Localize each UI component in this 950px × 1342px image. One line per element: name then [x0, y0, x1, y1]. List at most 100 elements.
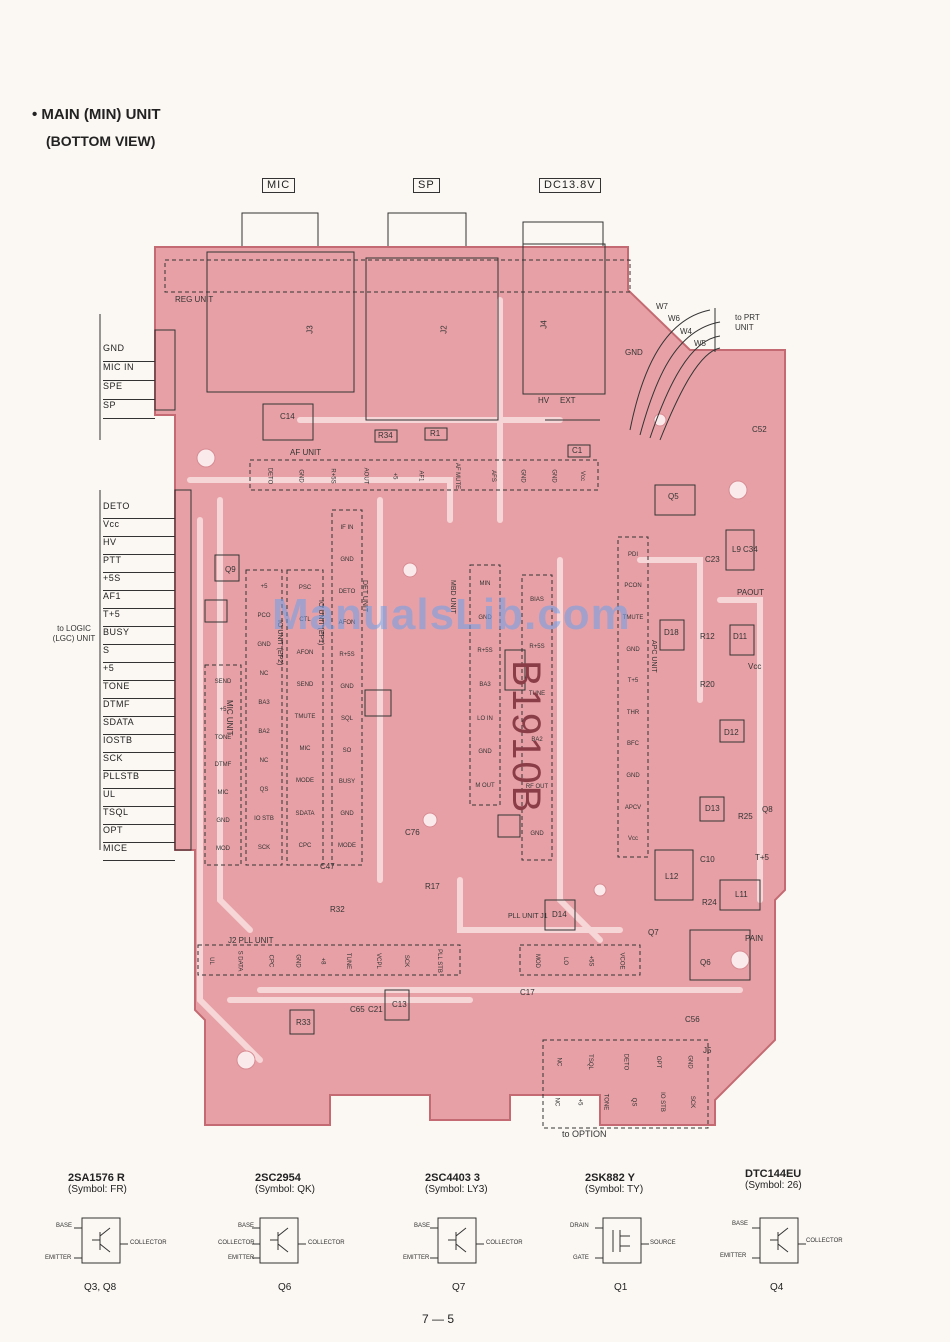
mbd-pin: LO IN: [477, 715, 493, 722]
page-number: 7 — 5: [422, 1312, 455, 1326]
part-ref: Q6: [278, 1282, 292, 1293]
pll-j1-pin: +5S: [587, 955, 594, 967]
af-pin: GND: [550, 469, 557, 483]
io-ep1-pin: SEND: [296, 681, 314, 688]
terminal-label: COLLECTOR: [806, 1238, 843, 1244]
component-label: L12: [665, 872, 679, 881]
pll-pin: TUNE: [344, 952, 351, 970]
terminal-label: COLLECTOR: [130, 1240, 167, 1246]
terminal-label: EMITTER: [403, 1255, 430, 1261]
det-pin: AFON: [338, 620, 356, 627]
transistor-q6: 2SC2954 (Symbol: QK): [255, 1172, 315, 1195]
paout-label: PAOUT: [737, 588, 764, 597]
left-pin: DTMF: [103, 699, 175, 717]
component-label: C1: [572, 446, 583, 455]
pll-pin: UL: [207, 957, 214, 965]
af-unit-pins: DETO GND R+5S AOUT +5 AF1 AF MUTE AFS GN…: [252, 462, 596, 490]
pll-pin: VCPL: [375, 953, 382, 969]
apc-pin: T+5: [627, 678, 639, 685]
mbd-pin: MIN: [479, 580, 491, 587]
left-pin: Vcc: [103, 519, 175, 537]
left-pin: SDATA: [103, 717, 175, 735]
pll-j1-label: PLL UNIT J1: [508, 913, 548, 920]
pll-j1-pins: MOD LO +5S VCOE: [522, 947, 638, 975]
mic-pin: DTMF: [214, 762, 232, 769]
part-symbol: (Symbol: LY3): [425, 1184, 488, 1195]
jack-j3-label: J3: [305, 325, 315, 334]
pll-pin: S DATA: [236, 950, 243, 972]
option-pin: DETO: [621, 1053, 628, 1071]
mic-pin: GND: [216, 818, 230, 825]
pain-label: PAIN: [745, 934, 764, 943]
terminal-label: EMITTER: [45, 1255, 72, 1261]
option-pin: OPT: [655, 1055, 662, 1069]
option-top-pins: NC TSQL DETO OPT GND: [545, 1042, 706, 1082]
left-pin: SCK: [103, 753, 175, 771]
left-pin: AF1: [103, 591, 175, 609]
io-ep1-pin: MIC: [299, 746, 311, 753]
component-label: D14: [552, 910, 567, 919]
terminal-label: BASE: [414, 1223, 431, 1229]
option-pin: GND: [686, 1055, 693, 1069]
vcc-label: Vcc: [748, 662, 762, 671]
component-label: C21: [368, 1005, 383, 1014]
hv-label: HV: [538, 396, 550, 405]
af-pin: +5: [391, 472, 398, 480]
option-pin: +5: [576, 1098, 583, 1106]
component-label: D18: [664, 628, 679, 637]
left-pin: S: [103, 645, 175, 663]
component-label: D13: [705, 804, 720, 813]
part-symbol: (Symbol: FR): [68, 1184, 127, 1195]
option-label: to OPTION: [562, 1129, 607, 1139]
component-label: C10: [700, 855, 715, 864]
component-label: C23: [705, 555, 720, 564]
io-ep2-pin: SCK: [257, 844, 271, 851]
wire-label-w4: W4: [680, 327, 692, 336]
wire-label-w5: W5: [694, 339, 706, 348]
connector-label-dc: DC13.8V: [539, 178, 601, 193]
component-label: L9: [732, 545, 741, 554]
left-pin: OPT: [103, 825, 175, 843]
io-ep1-pin: TMUTE: [294, 713, 316, 720]
transistor-q3-q8: 2SA1576 R (Symbol: FR): [68, 1172, 127, 1195]
jack-j5-label: J5: [703, 1046, 712, 1055]
part-symbol: (Symbol: TY): [585, 1184, 644, 1195]
component-label: C76: [405, 828, 420, 837]
component-label: C52: [752, 425, 767, 434]
part-symbol: (Symbol: 26): [745, 1180, 802, 1191]
watermark: ManualsLib.com: [272, 590, 631, 639]
component-label: R25: [738, 812, 753, 821]
component-label: C65: [350, 1005, 365, 1014]
left-pin: PTT: [103, 555, 175, 573]
component-label: Q6: [700, 958, 711, 967]
io-ep2-pin: PCO: [257, 612, 271, 619]
left-pin: T+5: [103, 609, 175, 627]
io-ep2-pin: +5: [260, 583, 268, 590]
left-pin: HV: [103, 537, 175, 555]
det-pin: BUSY: [338, 779, 356, 786]
option-pin: NC: [555, 1057, 562, 1067]
mbd-pin: BIAS: [530, 597, 544, 604]
option-bottom-pins: NC +5 TONE QS IO STB SCK: [545, 1082, 706, 1122]
apc-pin: PDI: [627, 551, 638, 558]
component-label: R12: [700, 632, 715, 641]
terminal-label: COLLECTOR: [308, 1240, 345, 1246]
det-pin: MODE: [338, 843, 356, 850]
io-ep1-pin: CPC: [298, 842, 312, 849]
det-pin: DETO: [338, 588, 356, 595]
apc-pin: GND: [626, 772, 640, 779]
mbd-pin: TUNE: [528, 690, 546, 697]
left-pin: TONE: [103, 681, 175, 699]
component-label: R17: [425, 882, 440, 891]
apc-pin: THR: [626, 709, 640, 716]
option-pin: TONE: [602, 1093, 609, 1111]
det-pin: SO: [342, 747, 352, 754]
part-symbol: (Symbol: QK): [255, 1184, 316, 1195]
component-label: R1: [430, 429, 441, 438]
terminal-label: BASE: [732, 1221, 749, 1227]
jack-j4-label: J4: [539, 320, 549, 329]
det-pin: GND: [340, 556, 354, 563]
io-ep2-pin: BA2: [258, 728, 270, 735]
part-name: 2SC2954: [255, 1172, 301, 1184]
